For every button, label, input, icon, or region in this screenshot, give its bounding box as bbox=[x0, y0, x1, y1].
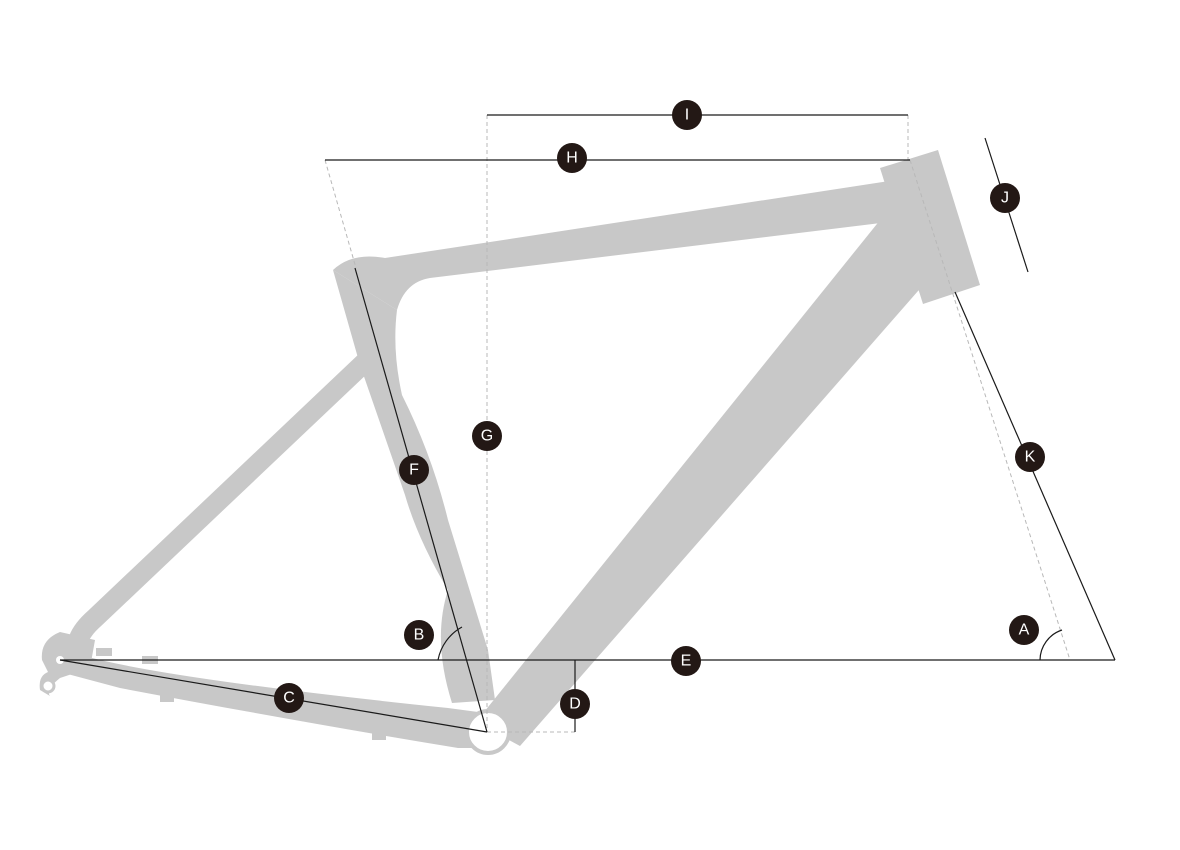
chain-stay bbox=[55, 652, 482, 748]
guide-lines bbox=[324, 115, 1071, 733]
top-tube-guide bbox=[324, 159, 357, 269]
marker-k: K bbox=[1015, 442, 1045, 472]
marker-e: E bbox=[671, 646, 701, 676]
marker-c: C bbox=[274, 683, 304, 713]
marker-label-h: H bbox=[566, 150, 578, 167]
marker-i: I bbox=[672, 100, 702, 130]
marker-label-g: G bbox=[481, 428, 493, 445]
marker-h: H bbox=[557, 143, 587, 173]
marker-label-a: A bbox=[1019, 622, 1030, 639]
marker-label-b: B bbox=[414, 627, 425, 644]
dim-line-c bbox=[59, 659, 488, 733]
steering-axis-guide bbox=[909, 159, 1071, 661]
marker-d: D bbox=[560, 689, 590, 719]
angle-arc-a bbox=[1039, 629, 1063, 661]
marker-label-f: F bbox=[409, 462, 419, 479]
rear-dropout bbox=[39, 632, 95, 696]
dim-line-f bbox=[354, 267, 488, 733]
top-tube bbox=[333, 180, 905, 310]
chainstay-tab bbox=[372, 726, 386, 740]
marker-b: B bbox=[404, 620, 434, 650]
marker-j: J bbox=[990, 183, 1020, 213]
marker-label-c: C bbox=[283, 690, 295, 707]
bike-frame bbox=[39, 150, 980, 755]
chainstay-tab bbox=[96, 648, 112, 656]
down-tube bbox=[476, 204, 932, 746]
marker-label-i: I bbox=[685, 107, 689, 124]
marker-f: F bbox=[399, 455, 429, 485]
chainstay-tab bbox=[160, 688, 174, 702]
dropout-hanger bbox=[40, 678, 56, 694]
marker-label-d: D bbox=[569, 696, 581, 713]
marker-label-e: E bbox=[681, 653, 692, 670]
marker-label-k: K bbox=[1025, 449, 1036, 466]
seat-tube bbox=[333, 270, 495, 703]
head-tube bbox=[880, 150, 980, 304]
marker-label-j: J bbox=[1001, 190, 1009, 207]
dim-line-k bbox=[954, 291, 1116, 661]
seat-stay bbox=[67, 352, 375, 668]
angle-arc-b bbox=[437, 626, 463, 661]
marker-g: G bbox=[472, 421, 502, 451]
marker-a: A bbox=[1009, 615, 1039, 645]
